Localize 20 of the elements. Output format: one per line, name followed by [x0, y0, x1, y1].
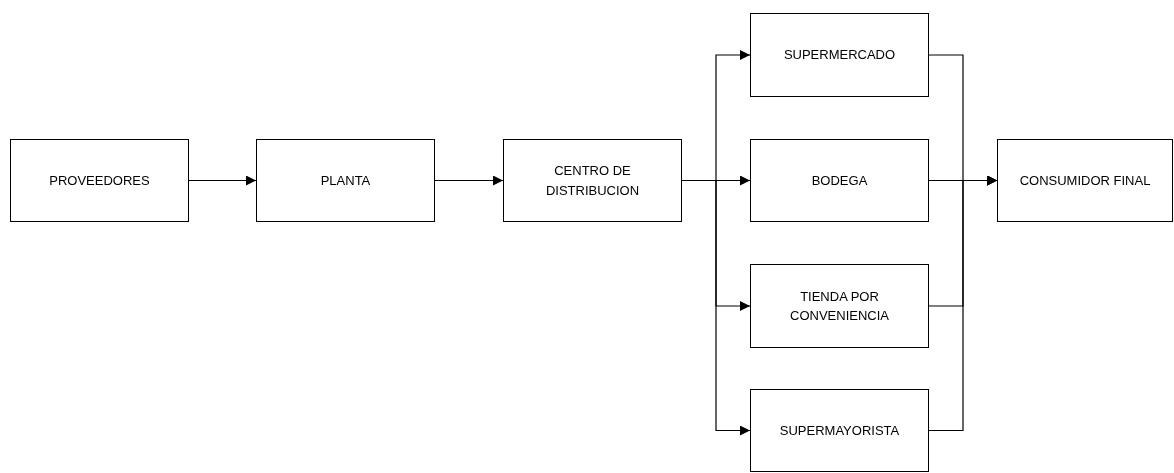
node-label: SUPERMAYORISTA: [779, 421, 900, 440]
node-label: PROVEEDORES: [49, 171, 150, 190]
node-label: BODEGA: [811, 171, 868, 190]
process-box: [750, 264, 929, 348]
node-label: TIENDA POR CONVENIENCIA: [789, 287, 890, 325]
arrow: [928, 175, 998, 432]
process-box: [997, 139, 1173, 222]
process-box: [256, 139, 435, 222]
process-box: [503, 139, 682, 222]
arrow: [681, 179, 751, 436]
node-label: PLANTA: [320, 171, 371, 190]
node-label: SUPERMERCADO: [783, 46, 896, 65]
node-label: CONSUMIDOR FINAL: [1019, 171, 1151, 190]
process-box: [10, 139, 189, 222]
process-box: [750, 139, 929, 222]
arrow: [434, 175, 504, 186]
process-box: [750, 13, 929, 97]
process-box: [750, 389, 929, 472]
node-label: CENTRO DE DISTRIBUCION: [544, 162, 641, 200]
arrow: [188, 175, 257, 186]
